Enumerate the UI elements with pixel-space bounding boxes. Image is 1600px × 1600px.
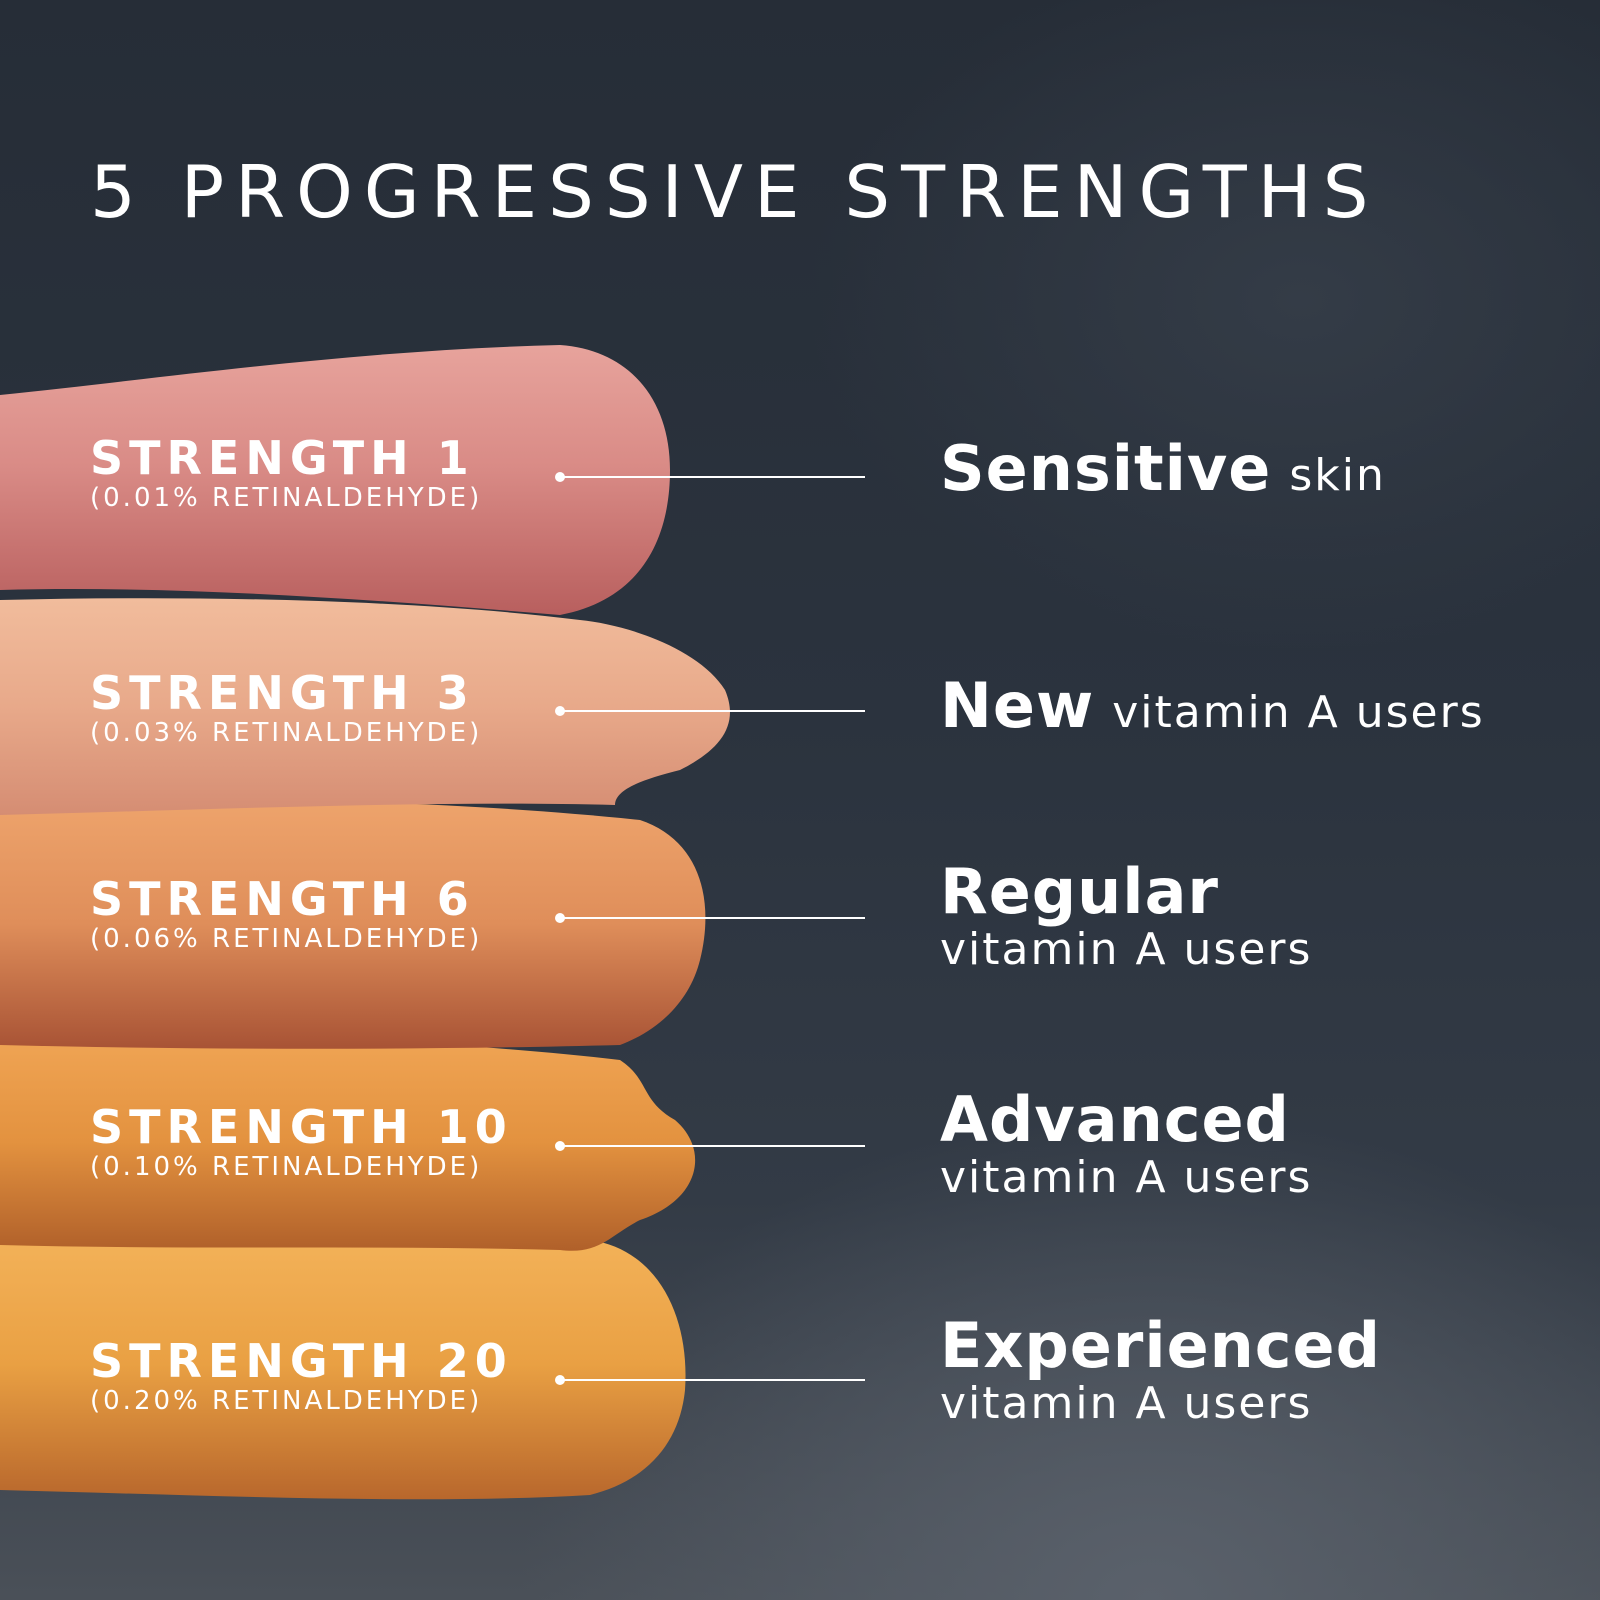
swatch-strength-10 [0,1033,696,1251]
strength-name: STRENGTH 6 [90,872,475,926]
audience-strong: Advanced [940,1083,1290,1156]
leader-dot [555,706,565,716]
audience-strong: New [940,669,1095,742]
strength-3-label: STRENGTH 3 (0.03% RETINALDEHYDE) [90,670,790,746]
leader-line-strength-3 [555,706,865,716]
leader-line-strength-1 [555,472,865,482]
swatch-strength-3 [0,598,730,815]
audience-rest: vitamin A users [940,1378,1313,1430]
strength-concentration: (0.06% RETINALDEHYDE) [90,924,483,954]
audience-strong: Regular [940,855,1219,928]
audience-rest: skin [1289,450,1386,501]
audience-rest: vitamin A users [1112,687,1485,738]
audience-strong: Sensitive [940,432,1272,505]
leader-dot [555,913,565,923]
leader-line-strength-20 [555,1375,865,1385]
audience-strong: Experienced [940,1309,1381,1382]
strength-name: STRENGTH 20 [90,1334,513,1388]
strength-name: STRENGTH 1 [90,431,475,485]
leader-dot [555,1375,565,1385]
swatch-strength-20 [0,1229,686,1500]
audience-strength-10: Advanced vitamin A users [940,1083,1313,1204]
strength-name: STRENGTH 10 [90,1100,513,1154]
audience-strength-6: Regular vitamin A users [940,855,1313,976]
audience-rest: vitamin A users [940,1152,1313,1204]
audience-strength-1: Sensitive skin [940,432,1386,505]
strength-concentration: (0.03% RETINALDEHYDE) [90,718,483,748]
leader-line-strength-6 [555,913,865,923]
strength-10-label: STRENGTH 10 (0.10% RETINALDEHYDE) [90,1104,790,1180]
leader-dot [555,1141,565,1151]
strength-1-label: STRENGTH 1 (0.01% RETINALDEHYDE) [90,435,790,511]
strength-20-label: STRENGTH 20 (0.20% RETINALDEHYDE) [90,1338,790,1414]
swatch-strength-6 [0,798,706,1049]
audience-strength-3: New vitamin A users [940,669,1485,742]
strength-6-label: STRENGTH 6 (0.06% RETINALDEHYDE) [90,876,790,952]
audience-strength-20: Experienced vitamin A users [940,1309,1381,1430]
leader-dot [555,472,565,482]
strength-concentration: (0.20% RETINALDEHYDE) [90,1386,483,1416]
leader-line-strength-10 [555,1141,865,1151]
page-title: 5 PROGRESSIVE STRENGTHS [90,150,1380,234]
strength-concentration: (0.10% RETINALDEHYDE) [90,1152,483,1182]
strength-concentration: (0.01% RETINALDEHYDE) [90,483,483,513]
swatch-strength-1 [0,345,670,615]
strength-name: STRENGTH 3 [90,666,475,720]
audience-rest: vitamin A users [940,924,1313,976]
